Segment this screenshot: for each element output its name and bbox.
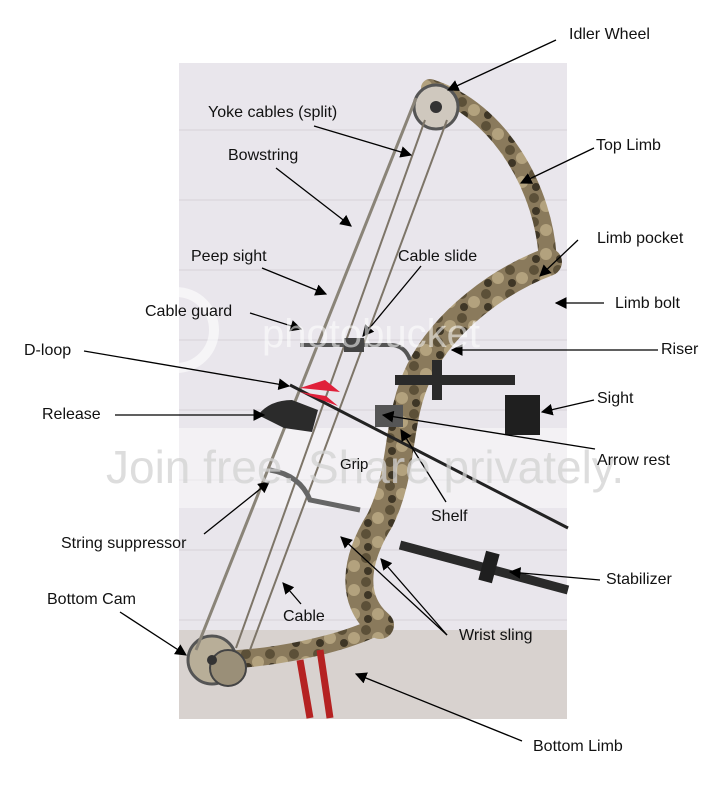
callout-cable-slide [362, 265, 422, 337]
arrow-fletching [300, 380, 340, 406]
label-grip: Grip [340, 456, 369, 473]
label-cable: Cable [283, 608, 325, 625]
callout-yoke-cables [313, 125, 413, 158]
label-yoke-cables: Yoke cables (split) [208, 104, 338, 121]
stabilizer-weight [478, 550, 500, 584]
yoke-cable-a [235, 119, 426, 649]
release-aid [258, 400, 318, 432]
bottom-cam [186, 634, 247, 687]
label-bottom-cam: Bottom Cam [47, 591, 136, 608]
label-string-suppressor: String suppressor [61, 535, 187, 552]
label-arrow-rest: Arrow rest [597, 452, 670, 469]
label-bowstring: Bowstring [228, 147, 299, 164]
watermark-banner [12, 428, 684, 508]
callout-cable-guard [249, 312, 303, 332]
label-idler-wheel: Idler Wheel [569, 26, 650, 43]
callout-idler-wheel [446, 39, 557, 91]
label-top-limb: Top Limb [596, 137, 661, 154]
wrist-sling-strap [296, 649, 334, 719]
idler-wheel [412, 83, 460, 131]
label-stabilizer: Stabilizer [606, 571, 672, 588]
callout-bottom-cam [119, 611, 187, 656]
watermark-logo-ring [133, 287, 219, 373]
bowstring-line [194, 97, 418, 651]
callout-string-suppressor [203, 481, 270, 535]
yoke-cable-b [249, 119, 448, 651]
callout-arrow-rest [381, 410, 596, 450]
label-sight: Sight [597, 390, 634, 407]
sight-assembly [395, 360, 540, 435]
callout-d-loop [83, 350, 291, 390]
callout-limb-pocket [539, 239, 579, 277]
callout-wrist-sling-a [380, 558, 448, 636]
watermark-banner-text: Join free. Share privately. [106, 441, 625, 493]
callout-arrows [83, 39, 658, 742]
label-cable-guard: Cable guard [145, 303, 233, 320]
watermark-logo: photobucket [262, 312, 480, 356]
label-cable-slide: Cable slide [398, 248, 478, 265]
callout-peep-sight [261, 267, 328, 296]
label-shelf: Shelf [431, 508, 468, 525]
string-suppressor-rod [269, 467, 361, 513]
label-bottom-limb: Bottom Limb [533, 738, 623, 755]
cable-slide-block [344, 338, 364, 352]
arrow-shaft [289, 383, 569, 530]
callout-shelf [400, 429, 447, 503]
callout-cable [282, 582, 302, 605]
label-release: Release [42, 406, 101, 423]
callout-top-limb [519, 147, 595, 184]
label-limb-pocket: Limb pocket [597, 230, 684, 247]
callout-stabilizer [508, 567, 601, 581]
label-d-loop: D-loop [24, 342, 72, 359]
callout-bottom-limb [354, 672, 523, 742]
callout-bowstring [275, 167, 352, 227]
label-wrist-sling: Wrist sling [459, 627, 533, 644]
label-riser: Riser [661, 341, 699, 358]
label-peep-sight: Peep sight [191, 248, 267, 265]
cable-guard-rod [300, 343, 412, 361]
label-limb-bolt: Limb bolt [615, 295, 680, 312]
callout-wrist-sling-b [340, 536, 448, 636]
callout-sight [540, 399, 595, 416]
